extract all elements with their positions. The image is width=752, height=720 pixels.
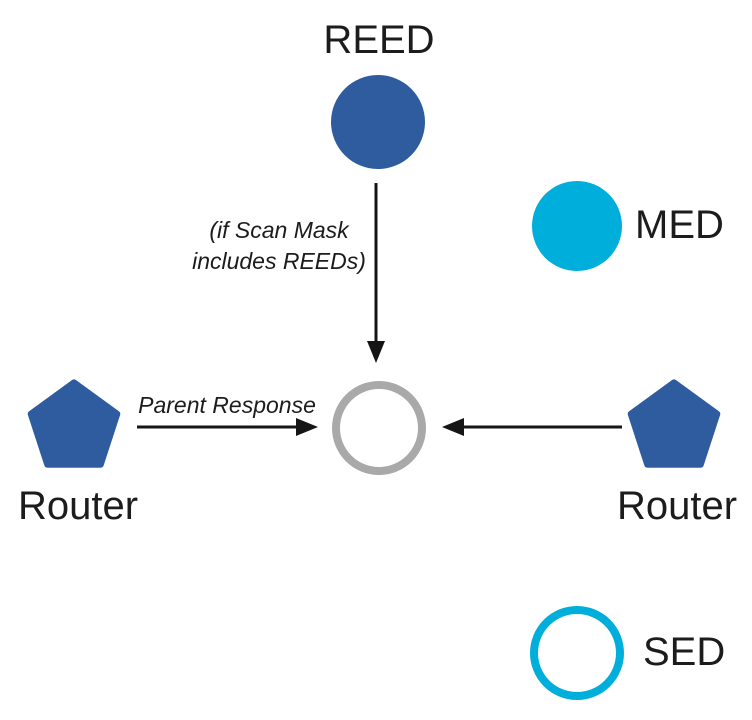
scan-mask-note: (if Scan Mask includes REEDs) xyxy=(192,215,366,277)
arrowhead-down-icon xyxy=(367,341,385,363)
parent-node-circle xyxy=(332,381,426,475)
pentagon-shape xyxy=(27,379,121,468)
pentagon-shape xyxy=(627,379,721,468)
arrowhead-left-icon xyxy=(442,418,464,436)
scan-mask-note-line1: (if Scan Mask xyxy=(209,217,349,243)
reed-label: REED xyxy=(323,18,435,62)
sed-node-circle xyxy=(530,606,624,700)
router-right-pentagon xyxy=(627,379,721,468)
scan-mask-note-line2: includes REEDs) xyxy=(192,248,366,274)
router-left-label: Router xyxy=(18,484,139,528)
reed-node-circle xyxy=(331,75,425,169)
router-right-label: Router xyxy=(616,484,738,528)
sed-label: SED xyxy=(643,630,726,674)
med-node-circle xyxy=(532,181,622,271)
med-label: MED xyxy=(635,203,724,247)
router-left-pentagon xyxy=(27,379,121,468)
parent-response-label: Parent Response xyxy=(138,392,316,418)
